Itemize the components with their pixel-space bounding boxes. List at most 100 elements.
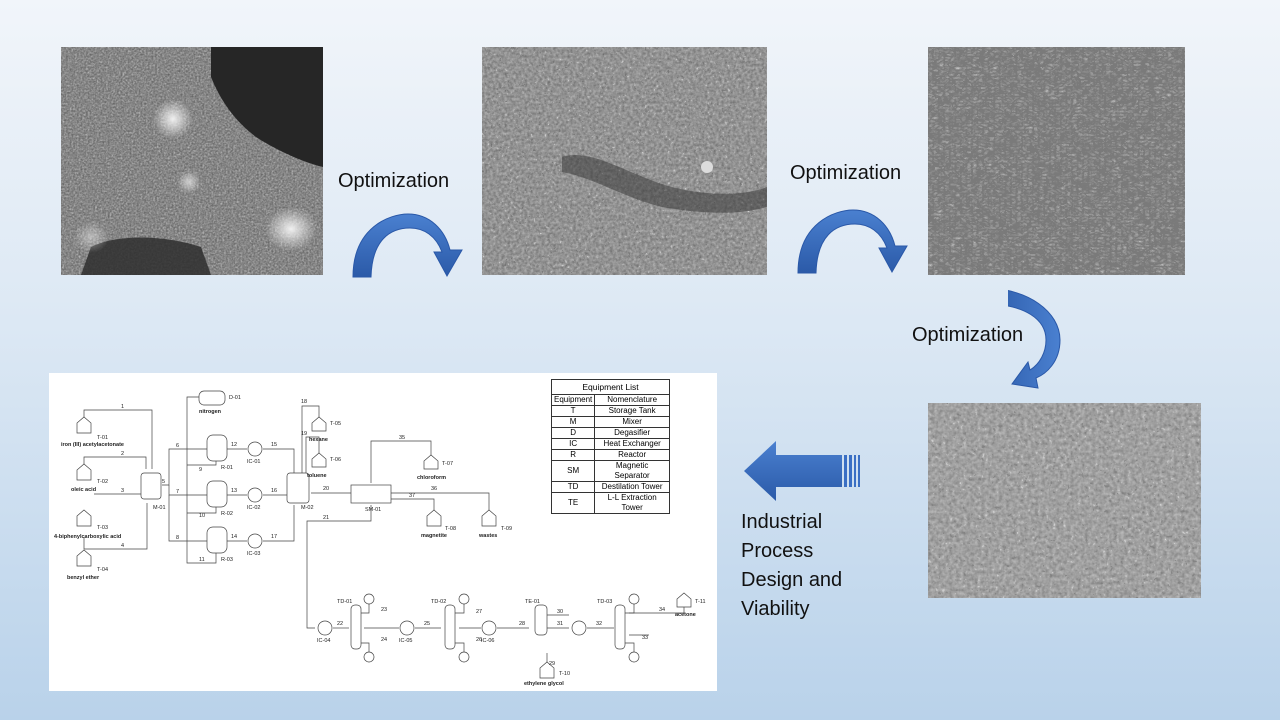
unit-tag: TD-01	[337, 599, 352, 605]
feed-label: oleic acid	[71, 487, 96, 493]
stream-number: 23	[381, 607, 387, 613]
table-cell: SM	[550, 460, 596, 482]
sem-image-optimized-2	[928, 47, 1185, 275]
stream-number: 5	[162, 479, 165, 485]
process-flowsheet: iron (III) acetylacetonate oleic acid 4-…	[49, 373, 717, 691]
feed-label: 4-biphenylcarboxylic acid	[54, 534, 121, 540]
unit-tag: R-02	[221, 511, 233, 517]
stream-number: 9	[199, 467, 202, 473]
unit-tag: M-01	[153, 505, 166, 511]
stream-number: 6	[176, 443, 179, 449]
table-cell: Degasifier	[594, 427, 670, 439]
product-label: chloroform	[417, 475, 446, 481]
table-cell: TE	[550, 492, 596, 514]
tank-tag: T-11	[695, 599, 706, 605]
stream-number: 11	[199, 557, 205, 563]
stream-number: 10	[199, 513, 205, 519]
optimization-label-2: Optimization	[790, 162, 902, 184]
curved-arrow-icon	[352, 213, 463, 278]
unit-tag: TE-01	[525, 599, 540, 605]
tank-tag: D-01	[229, 395, 241, 401]
unit-tag: SM-01	[365, 507, 381, 513]
flowsheet-diagram: iron (III) acetylacetonate oleic acid 4-…	[54, 390, 706, 687]
product-label: hexane	[309, 437, 328, 443]
stream-number: 28	[519, 621, 525, 627]
unit-tag: IC-01	[247, 459, 260, 465]
industrial-line: Design and	[741, 569, 843, 591]
curved-arrow-icon	[797, 209, 908, 274]
product-label: nitrogen	[199, 409, 222, 415]
tank-tag: T-10	[559, 671, 570, 677]
tank-tag: T-09	[501, 526, 512, 532]
table-cell: Magnetic Separator	[594, 460, 670, 482]
stream-number: 36	[431, 486, 437, 492]
table-cell: M	[550, 416, 596, 428]
table-cell: Destilation Tower	[594, 481, 670, 493]
stream-number: 30	[557, 609, 563, 615]
stream-number: 26	[476, 637, 482, 643]
stream-number: 13	[231, 488, 237, 494]
industrial-line: Industrial	[741, 511, 823, 533]
product-label: toluene	[307, 473, 327, 479]
unit-tag: TD-02	[431, 599, 446, 605]
stream-number: 1	[121, 404, 124, 410]
product-label: magnetite	[421, 533, 447, 539]
industrial-line: Process	[741, 540, 814, 562]
industrial-line: Viability	[741, 598, 810, 620]
table-cell: Mixer	[594, 416, 670, 428]
tank-tag: T-06	[330, 457, 341, 463]
tank-tag: T-01	[97, 435, 108, 441]
stream-number: 37	[409, 493, 415, 499]
unit-tag: M-02	[301, 505, 314, 511]
table-cell: IC	[550, 438, 596, 450]
tank-tag: T-05	[330, 421, 341, 427]
curved-arrow-icon	[1008, 290, 1061, 389]
unit-tag: IC-05	[399, 638, 412, 644]
product-label: acetone	[675, 612, 696, 618]
stream-number: 4	[121, 543, 124, 549]
stream-number: 22	[337, 621, 343, 627]
table-cell: D	[550, 427, 596, 439]
unit-tag: R-03	[221, 557, 233, 563]
stream-number: 3	[121, 488, 124, 494]
table-cell: T	[550, 405, 596, 417]
optimization-label-1: Optimization	[338, 170, 450, 192]
table-header: Equipment	[550, 394, 596, 406]
table-cell: Reactor	[594, 449, 670, 461]
tank-tag: T-03	[97, 525, 108, 531]
stream-number: 34	[659, 607, 665, 613]
stream-number: 7	[176, 489, 179, 495]
equipment-list-title: Equipment List	[551, 379, 670, 395]
table-cell: TD	[550, 481, 596, 493]
stream-number: 14	[231, 534, 237, 540]
table-cell: R	[550, 449, 596, 461]
table-header: Nomenclature	[594, 394, 670, 406]
table-cell: Heat Exchanger	[594, 438, 670, 450]
stream-number: 33	[642, 635, 648, 641]
stream-number: 35	[399, 435, 405, 441]
stream-number: 16	[271, 488, 277, 494]
sem-image-optimized-3	[928, 403, 1201, 598]
tank-tag: T-04	[97, 567, 108, 573]
product-label: wastes	[478, 533, 497, 539]
stream-number: 21	[323, 515, 329, 521]
feed-label: benzyl ether	[67, 575, 100, 581]
table-cell: L-L Extraction Tower	[594, 492, 670, 514]
stream-number: 15	[271, 442, 277, 448]
optimization-label-3: Optimization	[912, 324, 1024, 346]
tank-tag: T-02	[97, 479, 108, 485]
sem-image-optimized-1	[482, 47, 767, 275]
unit-tag: IC-06	[481, 638, 494, 644]
stream-number: 19	[301, 431, 307, 437]
stream-number: 31	[557, 621, 563, 627]
unit-tag: TD-03	[597, 599, 612, 605]
unit-tag: R-01	[221, 465, 233, 471]
